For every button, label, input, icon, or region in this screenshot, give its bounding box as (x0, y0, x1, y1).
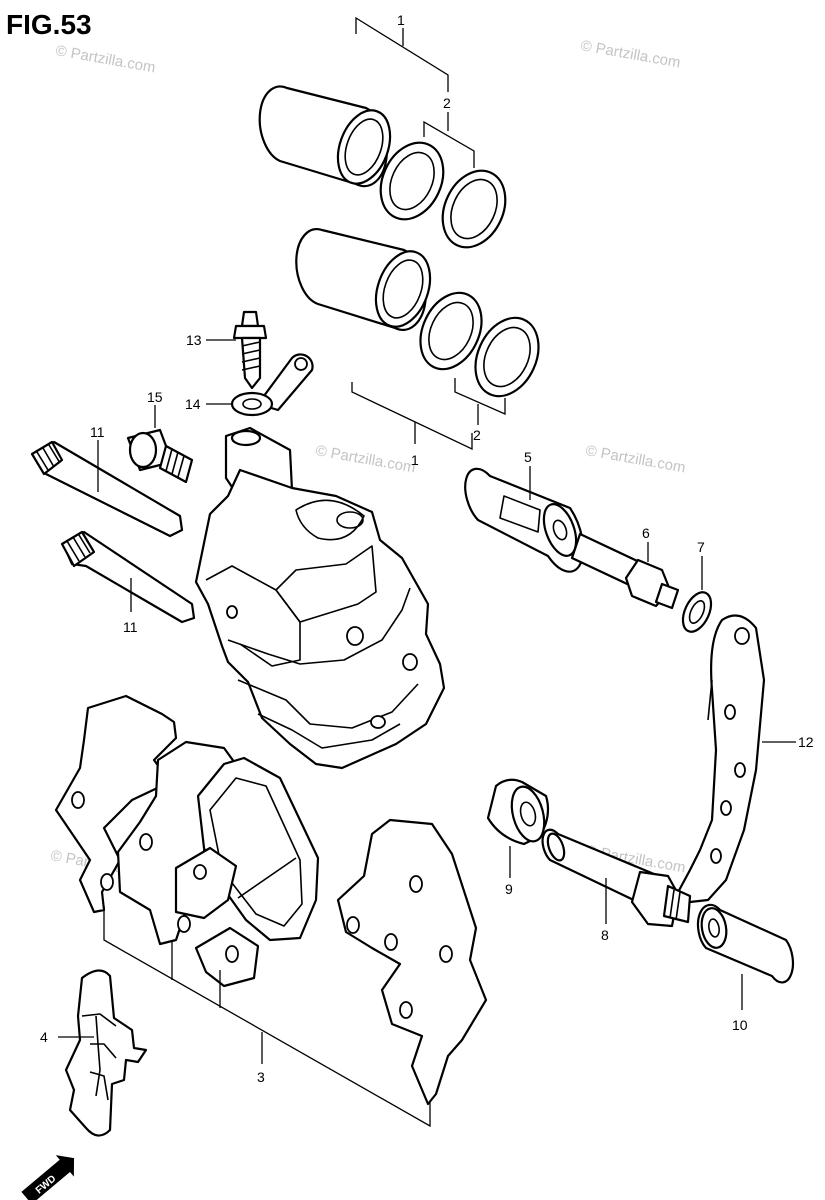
callout-2-bottom: 2 (473, 427, 481, 443)
caliper-body (194, 426, 446, 770)
callout-13: 13 (186, 332, 202, 348)
slide-pin-lower (60, 530, 196, 624)
piston-upper (258, 85, 392, 188)
callout-15: 15 (147, 389, 163, 405)
washer-14 (230, 391, 274, 417)
callout-8: 8 (601, 927, 609, 943)
watermark-text: © Partzilla.com (579, 37, 681, 71)
leader-lines-pistons (351, 16, 506, 451)
callout-5: 5 (524, 449, 532, 465)
callout-2-top: 2 (443, 95, 451, 111)
callout-3: 3 (257, 1069, 265, 1085)
pad-spring (64, 969, 148, 1137)
seal-ring-upper-2 (441, 169, 507, 249)
callout-4: 4 (40, 1029, 48, 1045)
callout-11-top: 11 (90, 424, 105, 440)
callout-6: 6 (642, 525, 650, 541)
callout-1-bottom: 1 (411, 452, 419, 468)
callout-10: 10 (732, 1017, 748, 1033)
caliper-bracket (674, 614, 766, 904)
pin-10 (696, 903, 795, 984)
sleeve-5 (464, 467, 585, 573)
forward-arrow-icon: FWD (21, 1155, 75, 1200)
slide-pin-upper (30, 440, 184, 538)
bleeder-screw (232, 310, 268, 390)
callout-12: 12 (798, 734, 814, 750)
pin-8 (541, 828, 692, 928)
seal-ring-lower-2 (474, 316, 540, 398)
brake-pad-right (336, 818, 488, 1106)
watermark-text: © Partzilla.com (54, 42, 156, 76)
figure-title: FIG.53 (6, 9, 92, 40)
brake-pad-friction (174, 756, 320, 988)
seal-ring-upper-1 (379, 141, 445, 221)
seal-ring-lower-1 (419, 291, 483, 371)
bleeder-cap (256, 353, 314, 412)
mounting-bolt-15 (126, 428, 194, 484)
callout-7: 7 (697, 539, 705, 555)
callout-14: 14 (185, 396, 201, 412)
washer-7 (681, 591, 713, 633)
callout-11-bottom: 11 (123, 619, 138, 635)
boot-9 (486, 778, 550, 846)
watermark-text: © Partzilla.com (314, 442, 416, 476)
callout-9: 9 (505, 881, 513, 897)
piston-lower (295, 227, 432, 331)
bolt-6 (570, 532, 680, 610)
leader-lines-pads (103, 906, 431, 1128)
callout-1-top: 1 (397, 12, 405, 28)
watermark-text: © Partzilla.com (584, 442, 686, 476)
